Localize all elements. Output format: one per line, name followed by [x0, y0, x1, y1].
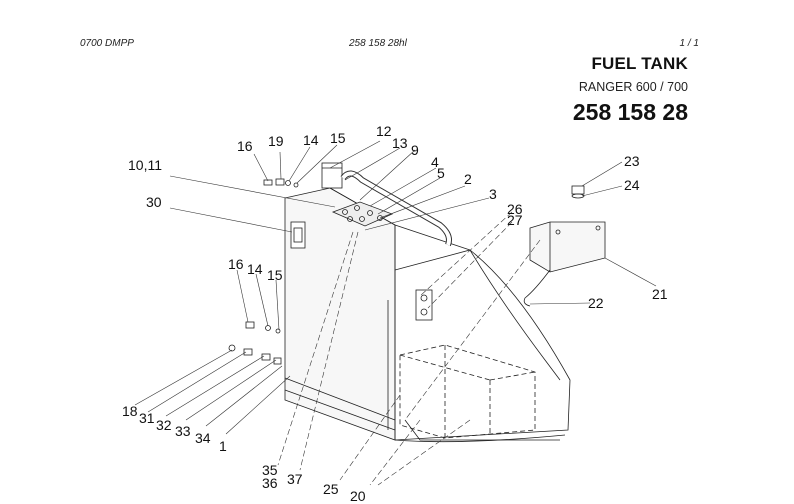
- callout-15-mid: 15: [267, 267, 283, 283]
- part-number: 258 158 28: [572, 99, 688, 125]
- callout-22: 22: [588, 295, 604, 311]
- hardware-top: [263, 178, 299, 188]
- callout-9: 9: [411, 142, 419, 158]
- fuel-gauge: [290, 221, 306, 249]
- tank-top-plate: [331, 201, 394, 227]
- callout-20: 20: [350, 488, 366, 504]
- callout-1: 1: [219, 438, 227, 454]
- callout-labels: 10,11 30 16 19 14 15 12 13 9 4 5 2 3 26 …: [122, 123, 668, 504]
- callout-37: 37: [287, 471, 303, 487]
- chassis-frame: [394, 249, 571, 443]
- hardware-lower: [228, 344, 282, 365]
- callout-32: 32: [156, 417, 172, 433]
- callout-16-mid: 16: [228, 256, 244, 272]
- callout-34: 34: [195, 430, 211, 446]
- header-doc-code: 0700 DMPP: [80, 38, 134, 49]
- callout-10-11: 10,11: [128, 157, 162, 173]
- hardware-middle: [245, 321, 281, 334]
- header-page-number: 1 / 1: [679, 38, 699, 49]
- callout-30: 30: [146, 194, 162, 210]
- diagram-drawing: [228, 162, 606, 443]
- callout-31: 31: [139, 410, 155, 426]
- callout-33: 33: [175, 423, 191, 439]
- callout-21: 21: [652, 286, 668, 302]
- callout-23: 23: [624, 153, 640, 169]
- fuel-tank-body: [284, 187, 471, 441]
- callout-12: 12: [376, 123, 392, 139]
- callout-25: 25: [323, 481, 339, 497]
- callout-19: 19: [268, 133, 284, 149]
- dashed-leader-lines: [277, 211, 541, 486]
- callout-15-top: 15: [330, 130, 346, 146]
- callout-27: 27: [507, 212, 523, 228]
- header-drawing-number: 258 158 28hl: [349, 38, 407, 49]
- callout-24: 24: [624, 177, 640, 193]
- phantom-battery-box: [399, 344, 536, 439]
- callout-14-top: 14: [303, 132, 319, 148]
- callout-26: 26: [507, 201, 523, 217]
- callout-36: 36: [262, 475, 278, 491]
- filler-cap: [321, 162, 343, 189]
- callout-13: 13: [392, 135, 408, 151]
- callout-2: 2: [464, 171, 472, 187]
- callout-4: 4: [431, 154, 439, 170]
- callout-16-top: 16: [237, 138, 253, 154]
- page-title: FUEL TANK: [591, 54, 688, 73]
- canister: [529, 221, 606, 273]
- callout-35: 35: [262, 462, 278, 478]
- model-subtitle: RANGER 600 / 700: [578, 80, 688, 94]
- leader-lines: [134, 140, 657, 435]
- callout-18: 18: [122, 403, 138, 419]
- callout-3: 3: [489, 186, 497, 202]
- vent-cap: [571, 185, 585, 199]
- callout-5: 5: [437, 165, 445, 181]
- callout-14-mid: 14: [247, 261, 263, 277]
- mounting-bracket: [415, 289, 433, 321]
